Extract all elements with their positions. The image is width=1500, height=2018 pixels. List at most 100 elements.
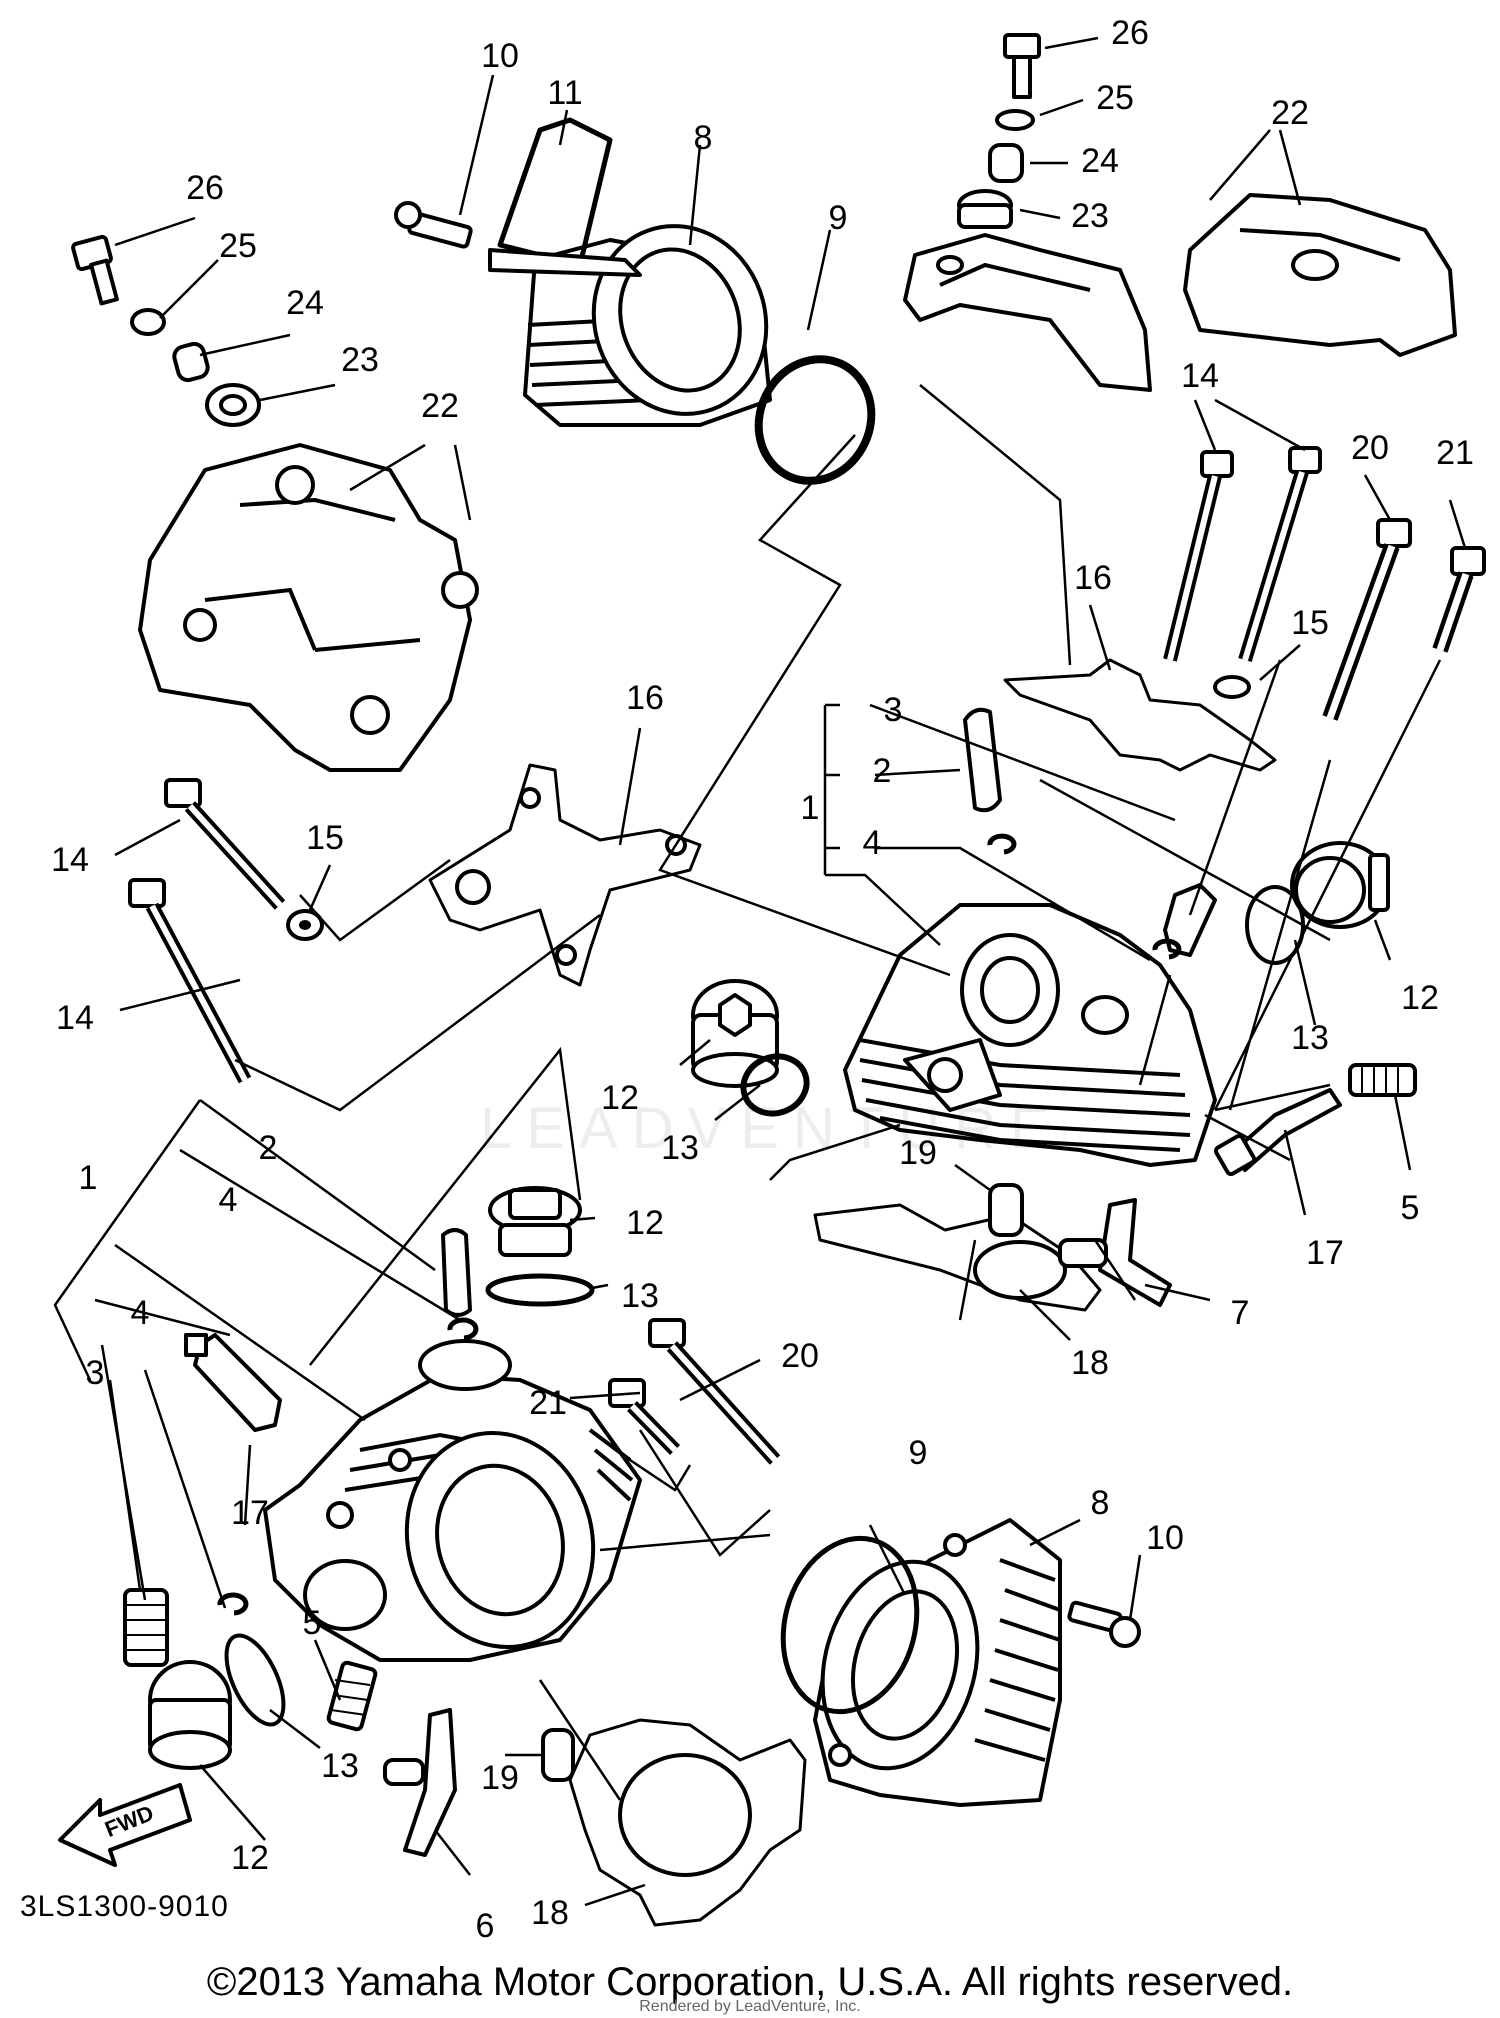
o-ring-13-left xyxy=(224,1633,286,1727)
callout-3: 3 xyxy=(86,1354,105,1392)
dowel-19-right xyxy=(988,1183,1024,1237)
callout-25: 25 xyxy=(1096,79,1134,117)
callout-22: 22 xyxy=(1271,94,1309,132)
cover-bracket xyxy=(488,117,642,277)
collar-24-left xyxy=(172,341,210,383)
callout-8: 8 xyxy=(1091,1484,1110,1522)
tappet-cover-left xyxy=(138,443,479,772)
callout-11: 11 xyxy=(547,74,582,112)
washer-15-left xyxy=(286,909,324,941)
render-credit: Rendered by LeadVenture, Inc. xyxy=(639,1998,861,2015)
bolt-20-left xyxy=(648,1318,781,1465)
plug-12-left-mid xyxy=(488,1186,582,1257)
tappet-cover-right-b xyxy=(1183,193,1457,357)
callout-16: 16 xyxy=(1074,559,1112,597)
callout-13: 13 xyxy=(661,1129,699,1167)
callout-3: 3 xyxy=(884,691,903,729)
callout-2: 2 xyxy=(259,1129,278,1167)
bolt-26-right xyxy=(1003,33,1041,99)
stud-5-right xyxy=(1348,1063,1417,1097)
callout-4: 4 xyxy=(131,1294,150,1332)
callout-13: 13 xyxy=(1291,1019,1329,1057)
watermark: LEADVENTURE xyxy=(480,1096,1063,1161)
callout-10: 10 xyxy=(481,37,519,75)
callout-20: 20 xyxy=(781,1337,819,1375)
circlip-4-left-upper xyxy=(447,1317,479,1341)
plug-12-right xyxy=(1290,841,1390,929)
callout-2: 2 xyxy=(873,752,892,790)
callout-14: 14 xyxy=(1181,357,1219,395)
callout-9: 9 xyxy=(829,199,848,237)
rear-cylinder-head-cover xyxy=(523,224,772,427)
front-cylinder-head xyxy=(263,1339,642,1662)
bolt-21-left xyxy=(608,1378,681,1455)
spark-plug-17-left xyxy=(184,1333,282,1432)
stud-5-left xyxy=(326,1660,378,1732)
callout-20: 20 xyxy=(1351,429,1389,467)
washer-15-right xyxy=(1213,675,1251,699)
bolt-21-right xyxy=(1432,546,1486,653)
callout-26: 26 xyxy=(1111,14,1149,52)
bolt-20-right xyxy=(1322,518,1412,721)
front-cylinder-head-cover xyxy=(813,1518,1062,1807)
bolt-14-right-a xyxy=(1163,450,1234,662)
callout-9: 9 xyxy=(909,1434,928,1472)
valve-guide-2-left xyxy=(441,1228,472,1317)
bolt-14-left-lower xyxy=(128,878,252,1084)
callout-10: 10 xyxy=(1146,1519,1184,1557)
callout-21: 21 xyxy=(1436,434,1474,472)
spark-plug-17-right xyxy=(1213,1088,1342,1177)
callout-1: 1 xyxy=(801,789,820,827)
callout-12: 12 xyxy=(626,1204,664,1242)
callout-24: 24 xyxy=(1081,142,1119,180)
forward-arrow-icon xyxy=(58,1783,192,1867)
o-ring-9-top xyxy=(754,355,876,485)
bolt-14-right-b xyxy=(1238,446,1322,663)
o-ring-13-left-mid xyxy=(485,1273,595,1307)
callout-6: 6 xyxy=(476,1907,495,1945)
callout-19: 19 xyxy=(481,1759,519,1797)
callout-13: 13 xyxy=(321,1747,359,1785)
callout-17: 17 xyxy=(231,1494,269,1532)
callout-8: 8 xyxy=(694,119,713,157)
callout-15: 15 xyxy=(1291,604,1329,642)
gasket-18-left xyxy=(568,1718,807,1927)
callout-7: 7 xyxy=(1231,1294,1250,1332)
callout-12: 12 xyxy=(231,1839,269,1877)
callout-14: 14 xyxy=(51,841,89,879)
grommet-23-left xyxy=(205,383,261,427)
callout-labels: 10 11 8 9 26 25 24 23 22 26 25 24 23 22 … xyxy=(51,14,1474,1945)
copyright-notice: ©2013 Yamaha Motor Corporation, U.S.A. A… xyxy=(206,1960,1294,2004)
tappet-cover-right-a xyxy=(903,233,1152,392)
callout-1: 1 xyxy=(79,1159,98,1197)
callout-18: 18 xyxy=(1071,1344,1109,1382)
gasket-18-right xyxy=(813,1203,1102,1312)
plate-16-left xyxy=(428,763,702,987)
stud-3-left xyxy=(123,1588,169,1667)
diagram-code: 3LS1300-9010 xyxy=(20,1890,229,1923)
dowel-19-left xyxy=(541,1728,575,1782)
callout-18: 18 xyxy=(531,1894,569,1932)
callout-25: 25 xyxy=(219,227,257,265)
callout-15: 15 xyxy=(306,819,344,857)
plug-12-left xyxy=(148,1660,232,1770)
callout-24: 24 xyxy=(286,284,324,322)
valve-guide-2-right xyxy=(963,707,1002,813)
callout-26: 26 xyxy=(186,169,224,207)
collar-24-right xyxy=(988,143,1024,183)
callout-22: 22 xyxy=(421,387,459,425)
callout-4: 4 xyxy=(863,824,882,862)
callout-19: 19 xyxy=(899,1134,937,1172)
washer-25-left xyxy=(130,308,166,336)
callout-21: 21 xyxy=(529,1384,567,1422)
bolt-14-left-upper xyxy=(164,778,286,910)
callout-13: 13 xyxy=(621,1277,659,1315)
reference-brackets xyxy=(53,384,1442,1801)
washer-25-right xyxy=(995,109,1035,131)
callout-12: 12 xyxy=(601,1079,639,1117)
plug-12-right-mid xyxy=(691,979,779,1088)
callout-4: 4 xyxy=(219,1181,238,1219)
bolt-10-top xyxy=(394,201,473,249)
circlip-4-right-b xyxy=(1152,938,1182,960)
